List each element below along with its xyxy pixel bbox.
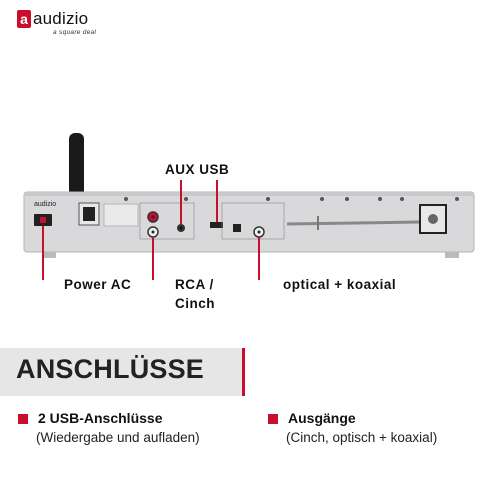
brand-tagline: a square deal: [53, 29, 97, 36]
feature-subtitle: (Cinch, optisch + koaxial): [286, 430, 438, 445]
page-title: ANSCHLÜSSE: [16, 354, 205, 384]
callout-lines: [42, 180, 260, 280]
title-banner: [0, 348, 242, 396]
title-banner-accent: [242, 348, 245, 396]
callout-line-optical: [258, 237, 260, 280]
telescopic-antenna: [286, 220, 421, 226]
label-rca-line2: Cinch: [175, 296, 216, 311]
label-rca-line1: RCA /: [175, 277, 214, 292]
label-aux-usb: AUX USB: [165, 162, 230, 177]
brand-name: audizio: [33, 9, 89, 28]
bullet-square-icon: [268, 414, 278, 424]
usb-port: [210, 222, 223, 228]
brand-logo-mark: a: [17, 10, 31, 28]
feature-subtitle: (Wiedergabe und aufladen): [36, 430, 200, 445]
screws: [124, 197, 459, 201]
device-brand-mark: audizio: [34, 201, 56, 208]
device-foot-right: [445, 252, 459, 258]
bullet-square-icon: [18, 414, 28, 424]
label-power-ac: Power AC: [64, 277, 132, 292]
brand-logo: a audizio a square deal: [17, 9, 127, 40]
callout-line-rca: [152, 237, 154, 280]
device-foot-left: [42, 252, 56, 258]
label-optical-coax: optical + koaxial: [283, 277, 397, 292]
feature-title: Ausgänge: [288, 410, 356, 426]
feature-title: 2 USB-Anschlüsse: [38, 410, 163, 426]
device-rear-panel: audizio: [23, 133, 475, 280]
optical-port: [233, 224, 241, 232]
callout-line-power: [42, 226, 44, 280]
